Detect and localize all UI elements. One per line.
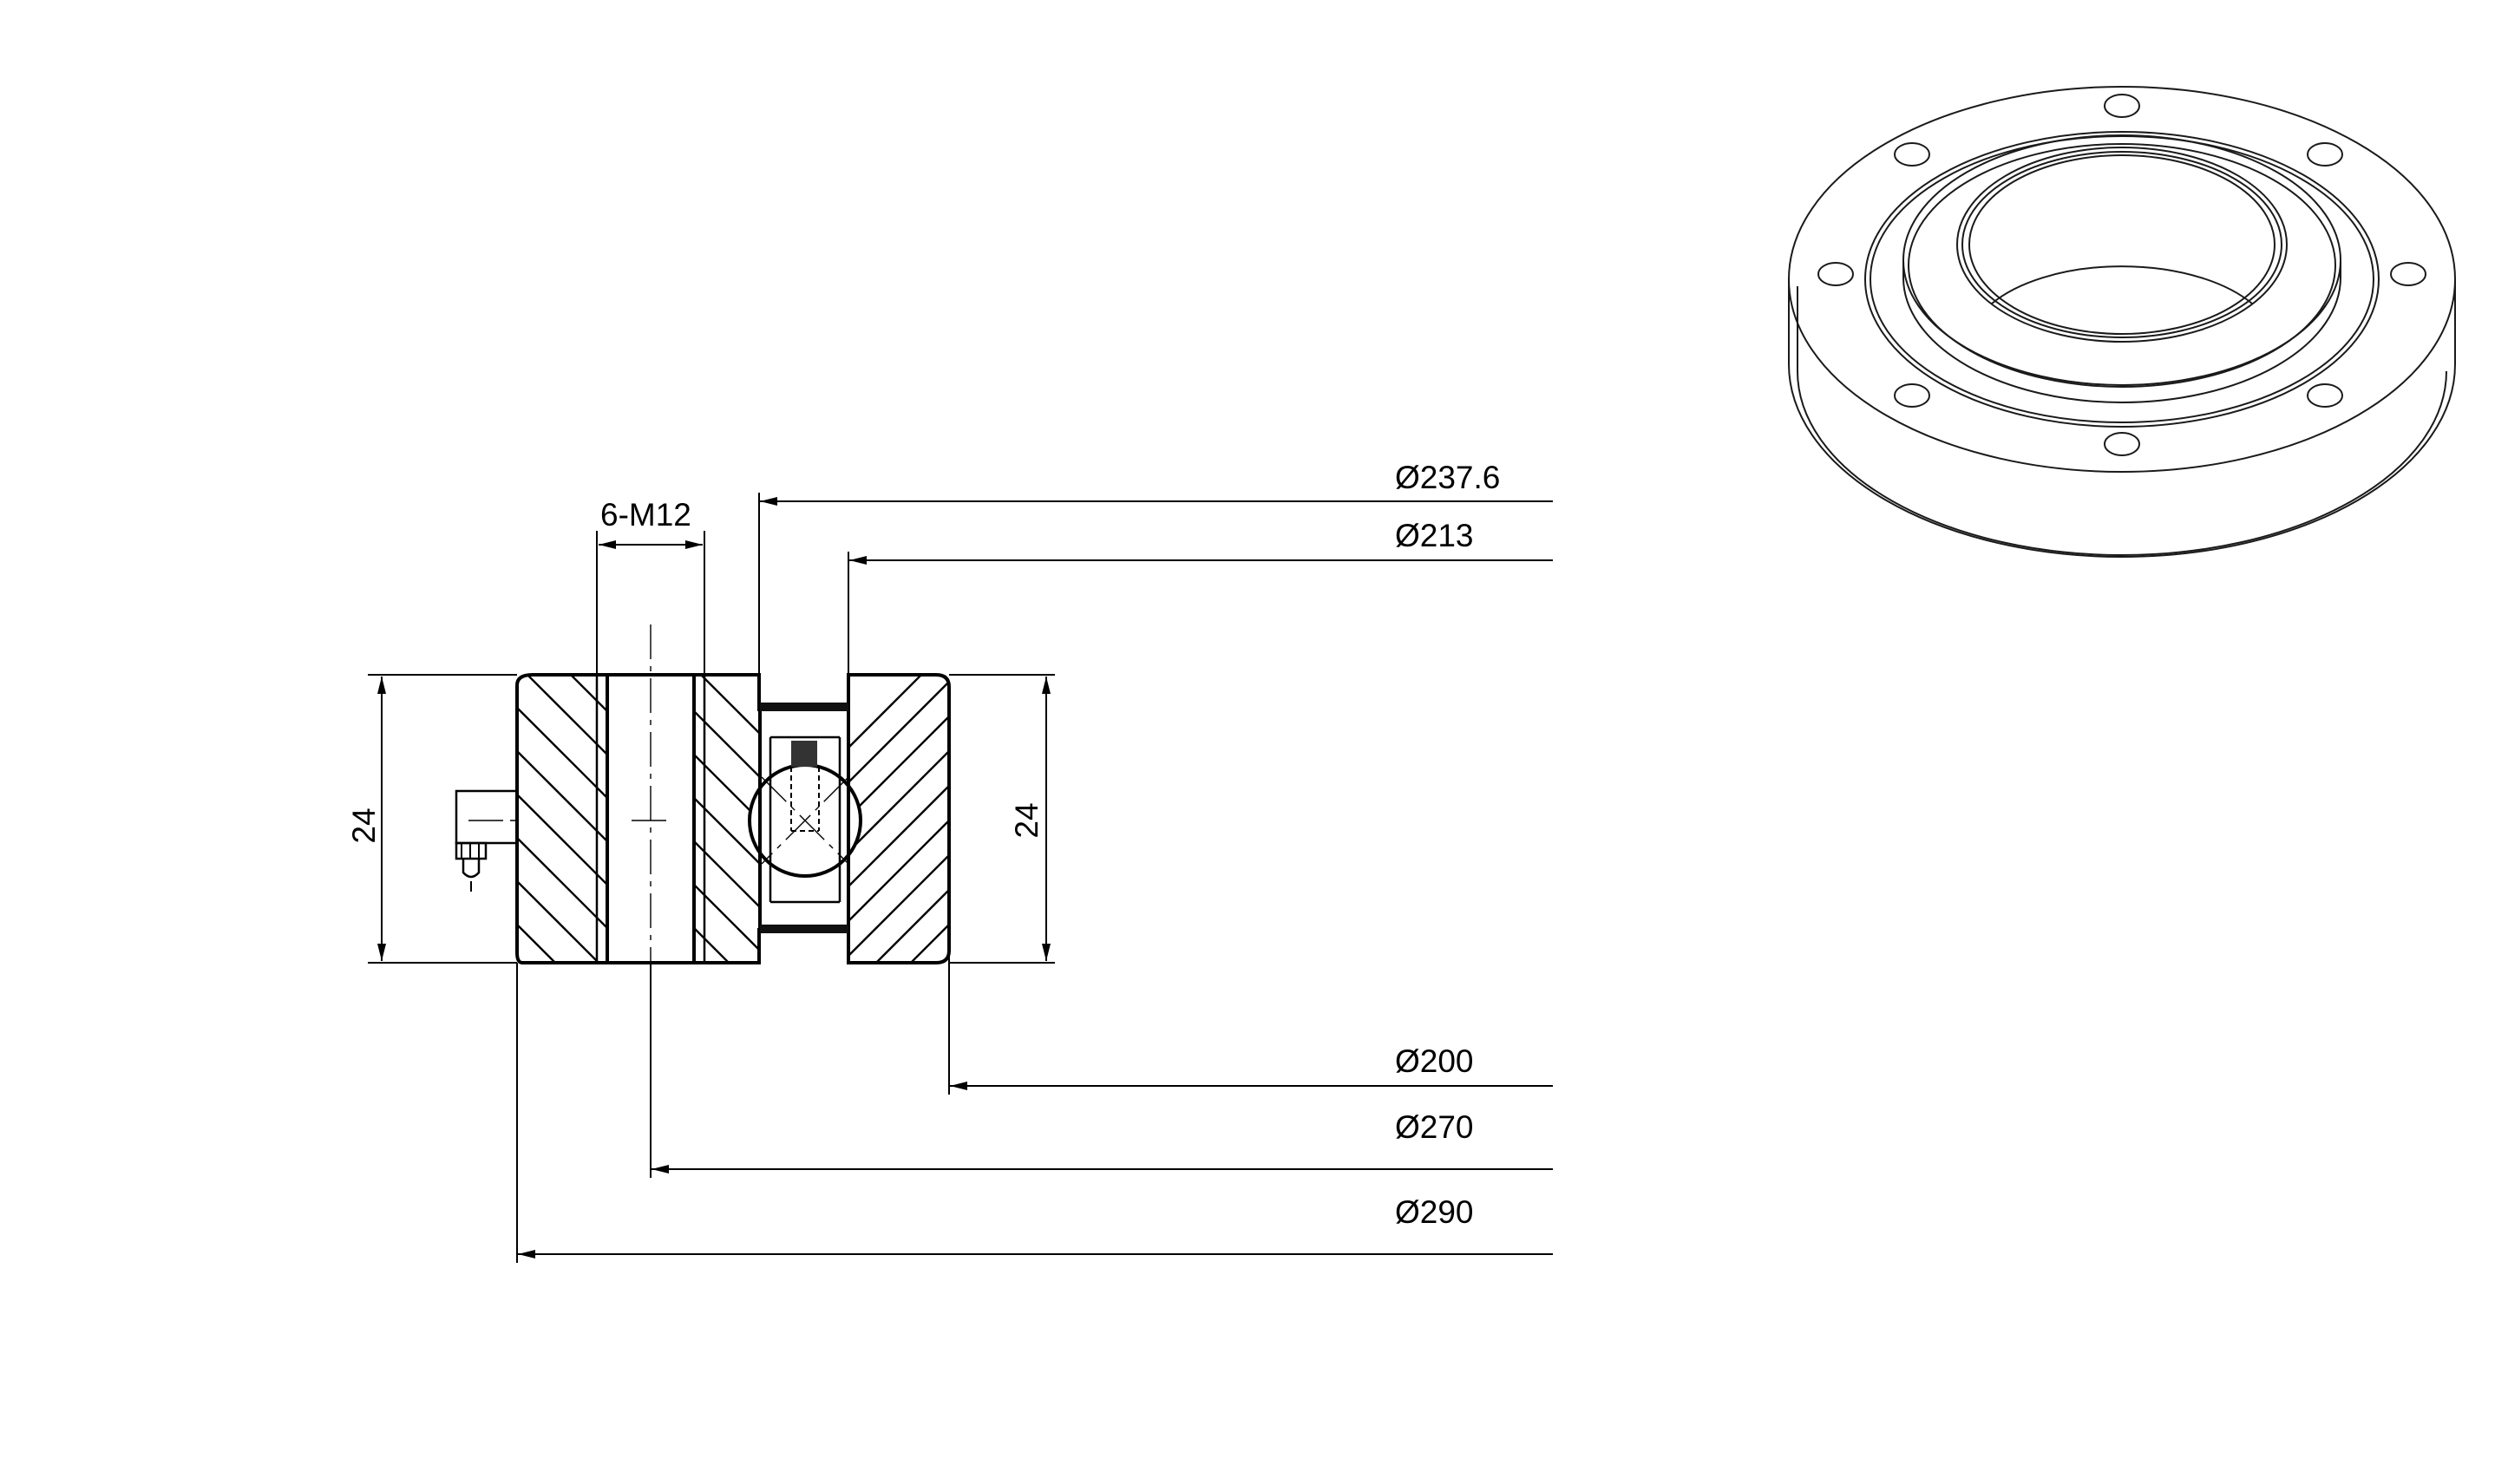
dim-237-6-label: Ø237.6 bbox=[1395, 460, 1500, 495]
isometric-bearing-view bbox=[1788, 86, 2456, 558]
seal-top bbox=[760, 703, 848, 711]
height-left-label: 24 bbox=[346, 807, 382, 843]
height-right-label: 24 bbox=[1009, 802, 1044, 838]
dimensions: Ø237.6 Ø213 6-M12 24 24 Ø200 Ø270 Ø290 bbox=[346, 460, 1553, 1263]
grease-nipple bbox=[455, 789, 519, 892]
dim-270-label: Ø270 bbox=[1395, 1109, 1474, 1145]
hatch-inner-ring bbox=[848, 675, 949, 963]
dim-290-label: Ø290 bbox=[1395, 1194, 1474, 1230]
cross-section bbox=[455, 624, 951, 980]
spacer-block bbox=[791, 741, 817, 767]
bolt-holes bbox=[1817, 94, 2426, 456]
dim-213-label: Ø213 bbox=[1395, 518, 1474, 553]
bolt-spec-label: 6-M12 bbox=[600, 497, 691, 533]
inner-ring-outline bbox=[847, 673, 951, 964]
seal-bottom bbox=[760, 925, 848, 933]
dim-200-label: Ø200 bbox=[1395, 1043, 1474, 1079]
outer-ring-outline bbox=[515, 673, 762, 964]
